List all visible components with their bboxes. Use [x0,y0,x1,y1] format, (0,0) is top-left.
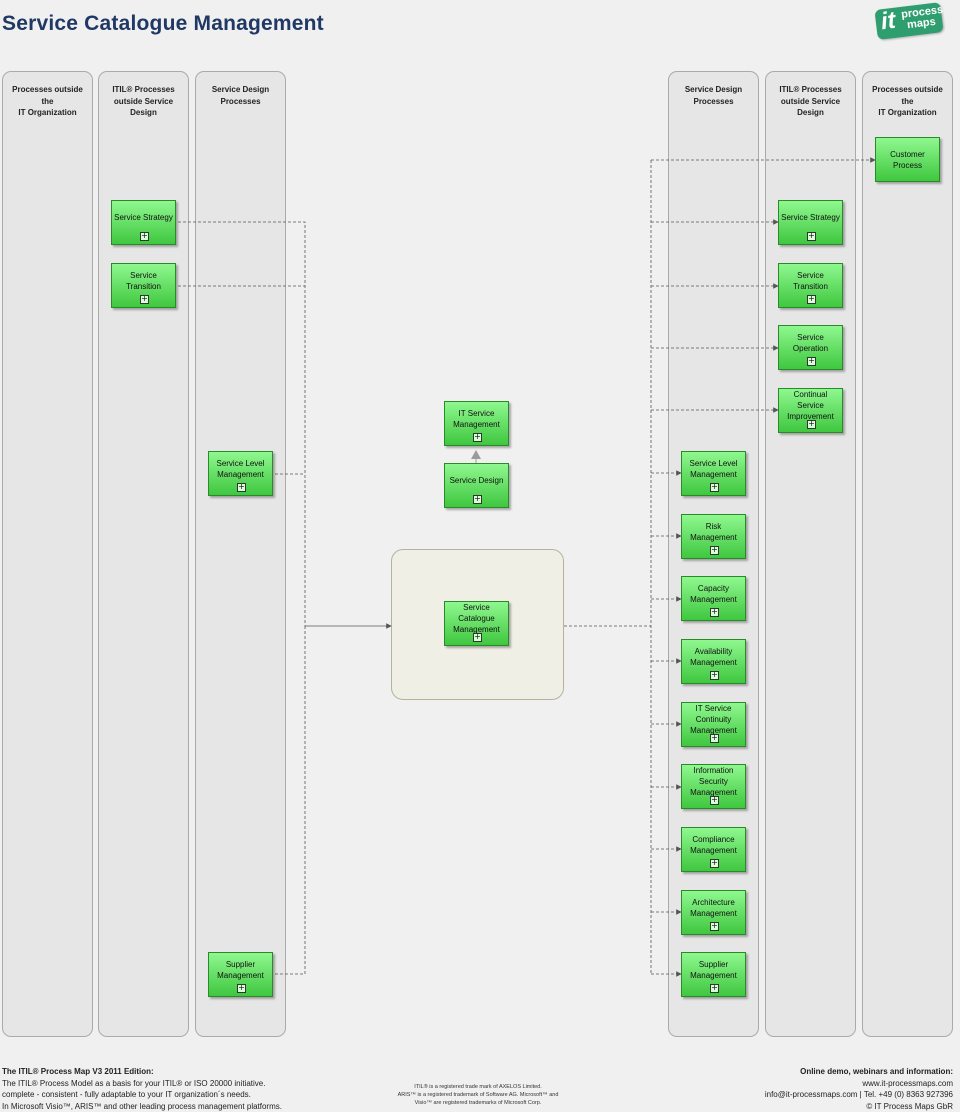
process-risk-management-output[interactable]: Risk Management + [681,514,746,559]
process-compliance-management-output[interactable]: Compliance Management + [681,827,746,872]
trademark-text: Visio™ are registered trademarks of Micr… [378,1099,578,1107]
process-label: Service Operation [793,332,828,354]
process-customer-process[interactable]: Customer Process [875,137,940,182]
process-service-level-management-output[interactable]: Service Level Management + [681,451,746,496]
process-label: Compliance Management [690,834,737,856]
footer-text: The ITIL® Process Model as a basis for y… [2,1078,282,1090]
expand-icon[interactable]: + [710,734,719,743]
expand-icon[interactable]: + [473,433,482,442]
expand-icon[interactable]: + [710,483,719,492]
process-label: Service Level Management [689,458,737,480]
footer-contact: Online demo, webinars and information: w… [765,1066,953,1112]
process-supplier-management-output[interactable]: Supplier Management + [681,952,746,997]
expand-icon[interactable]: + [710,546,719,555]
expand-icon[interactable]: + [710,671,719,680]
footer-heading: Online demo, webinars and information: [765,1066,953,1078]
expand-icon[interactable]: + [710,922,719,931]
footer-edition-info: The ITIL® Process Map V3 2011 Edition: T… [2,1066,282,1112]
process-label: IT Service Continuity Management [690,703,737,736]
expand-icon[interactable]: + [807,357,816,366]
process-label: Service Strategy [114,212,173,223]
process-label: Service Transition [126,270,161,292]
contact-text[interactable]: info@it-processmaps.com | Tel. +49 (0) 8… [765,1089,953,1101]
connector-line [275,626,305,974]
process-capacity-management-output[interactable]: Capacity Management + [681,576,746,621]
expand-icon[interactable]: + [473,495,482,504]
process-label: Information Security Management [690,765,737,798]
process-label: Availability Management [690,646,737,668]
process-service-transition-input[interactable]: Service Transition + [111,263,176,308]
footer-text: In Microsoft Visio™, ARIS™ and other lea… [2,1101,282,1112]
process-label: Service Design [450,475,504,486]
process-service-operation-output[interactable]: Service Operation + [778,325,843,370]
trademark-text: ARIS™ is a registered trademark of Softw… [378,1091,578,1099]
expand-icon[interactable]: + [710,796,719,805]
expand-icon[interactable]: + [710,859,719,868]
process-supplier-management-input[interactable]: Supplier Management + [208,952,273,997]
expand-icon[interactable]: + [237,483,246,492]
expand-icon[interactable]: + [807,232,816,241]
process-label: Continual Service Improvement [787,389,834,422]
expand-icon[interactable]: + [140,232,149,241]
expand-icon[interactable]: + [237,984,246,993]
process-label: Risk Management [690,521,737,543]
process-label: Capacity Management [690,583,737,605]
process-label: Service Transition [793,270,828,292]
process-service-transition-output[interactable]: Service Transition + [778,263,843,308]
expand-icon[interactable]: + [710,608,719,617]
process-availability-management-output[interactable]: Availability Management + [681,639,746,684]
website-link[interactable]: www.it-processmaps.com [765,1078,953,1090]
process-it-service-continuity-management-output[interactable]: IT Service Continuity Management+ [681,702,746,747]
process-service-design[interactable]: Service Design + [444,463,509,508]
expand-icon[interactable]: + [807,295,816,304]
process-label: Customer Process [890,149,925,171]
process-service-strategy-input[interactable]: Service Strategy + [111,200,176,245]
expand-icon[interactable]: + [710,984,719,993]
process-service-catalogue-management[interactable]: Service Catalogue Management+ [444,601,509,646]
footer-trademarks: ITIL® is a registered trade mark of AXEL… [378,1083,578,1107]
process-label: Service Catalogue Management [453,602,500,635]
process-label: Service Level Management [216,458,264,480]
process-continual-service-improvement-output[interactable]: Continual Service Improvement+ [778,388,843,433]
connector-line [178,222,305,626]
process-it-service-management[interactable]: IT Service Management + [444,401,509,446]
process-architecture-management-output[interactable]: Architecture Management + [681,890,746,935]
process-service-level-management-input[interactable]: Service Level Management + [208,451,273,496]
trademark-text: ITIL® is a registered trade mark of AXEL… [378,1083,578,1091]
process-label: Supplier Management [217,959,264,981]
expand-icon[interactable]: + [473,633,482,642]
expand-icon[interactable]: + [140,295,149,304]
process-service-strategy-output[interactable]: Service Strategy + [778,200,843,245]
process-label: IT Service Management [453,408,500,430]
process-label: Service Strategy [781,212,840,223]
process-label: Architecture Management [690,897,737,919]
process-label: Supplier Management [690,959,737,981]
inheritance-arrow-icon [471,450,481,459]
footer-text: complete - consistent - fully adaptable … [2,1089,282,1101]
expand-icon[interactable]: + [807,420,816,429]
footer-heading: The ITIL® Process Map V3 2011 Edition: [2,1066,282,1078]
copyright-text: © IT Process Maps GbR [765,1101,953,1112]
process-information-security-management-output[interactable]: Information Security Management+ [681,764,746,809]
